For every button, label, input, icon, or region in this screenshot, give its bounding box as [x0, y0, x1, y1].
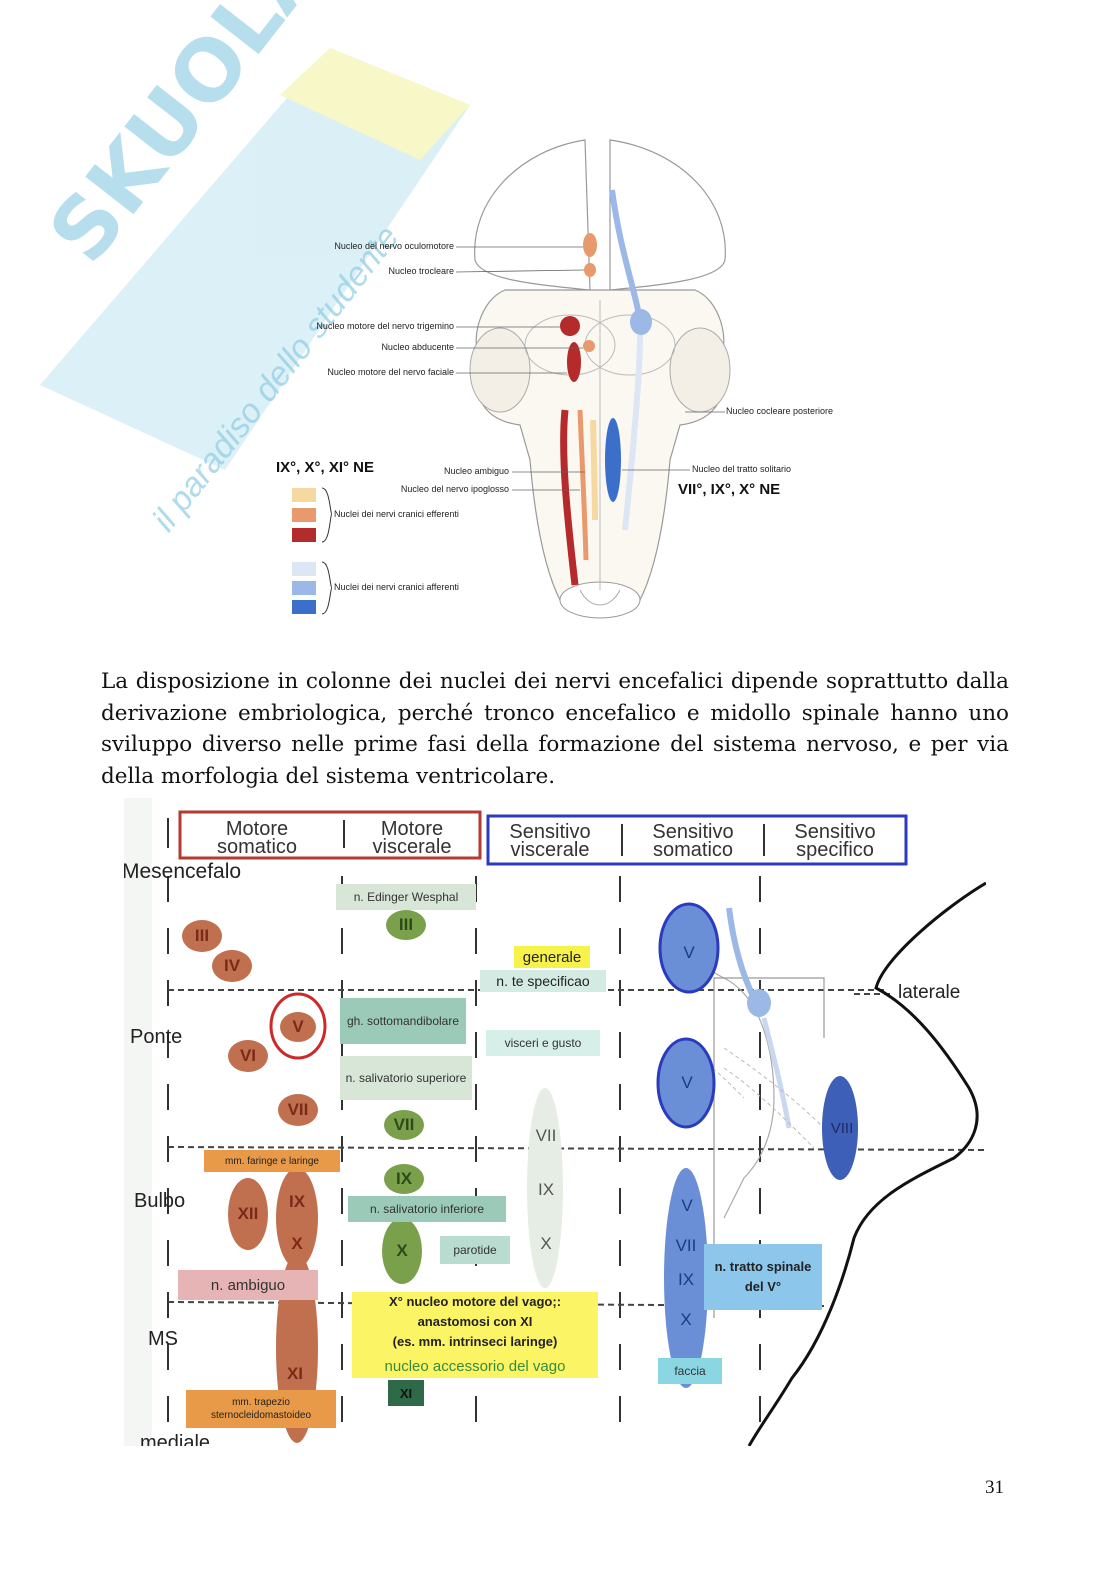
label-faciale: Nucleo motore del nervo faciale	[327, 367, 454, 377]
columns-figure: Motore somatico Motore viscerale Sensiti…	[124, 798, 986, 1446]
nucleus-IX-visceral: IX	[384, 1164, 424, 1194]
nucleus-V-motor: V	[280, 1012, 316, 1042]
legend-efferenti: Nuclei dei nervi cranici efferenti	[334, 509, 459, 519]
nucleus-VII-motor: VII	[278, 1094, 318, 1126]
level-laterale: laterale	[898, 982, 961, 1003]
page-number: 31	[985, 1477, 1004, 1498]
legend-afferenti: Nuclei dei nervi cranici afferenti	[334, 582, 459, 592]
box-tratto-spinale: n. tratto spinale del V°	[704, 1244, 822, 1310]
level-bulbo: Bulbo	[134, 1190, 186, 1212]
box-faccia: faccia	[658, 1358, 722, 1384]
box-salivatorio-sup: n. salivatorio superiore	[340, 1056, 472, 1100]
box-gh-sotto: gh. sottomandibolare	[340, 998, 466, 1044]
level-mediale: mediale	[140, 1432, 211, 1446]
nucleus-VIII: VIII	[830, 1119, 854, 1137]
nucleus-X-motor: X	[291, 1234, 303, 1253]
box-faringe: mm. faringe e laringe	[204, 1150, 340, 1172]
nucleus-IV: IV	[212, 950, 252, 982]
label-abducente: Nucleo abducente	[381, 342, 454, 352]
box-parotide: parotide	[440, 1236, 510, 1264]
level-mesencefalo: Mesencefalo	[124, 860, 242, 883]
box-visceri: visceri e gusto	[486, 1030, 600, 1056]
label-ne-left: IX°, X°, XI° NE	[276, 459, 375, 476]
nucleus-VII-visceral: VII	[384, 1110, 424, 1140]
header-sensitivo-viscerale: Sensitivo viscerale	[509, 821, 591, 861]
label-ipoglosso: Nucleo del nervo ipoglosso	[400, 484, 509, 494]
header-motore-somatico: Motore somatico	[216, 818, 298, 858]
nucleus-V-sensory-3: V	[681, 1196, 693, 1215]
box-salivatorio-inf: n. salivatorio inferiore	[348, 1196, 506, 1222]
box-specificao: n. te specificao	[480, 970, 606, 992]
nucleus-IX-sensory-som: IX	[677, 1270, 695, 1289]
nucleus-IX-sensory: IX	[537, 1180, 555, 1199]
box-XI: XI	[388, 1380, 424, 1406]
nucleus-XI-motor: XI	[286, 1364, 304, 1383]
box-edinger: n. Edinger Wesphal	[336, 884, 476, 910]
nucleus-XII: XII	[237, 1204, 259, 1223]
label-trocleare: Nucleo trocleare	[388, 266, 454, 276]
nucleus-III-visceral: III	[386, 910, 426, 940]
vago-line-2: anastomosi con XI	[417, 1314, 533, 1329]
header-sensitivo-somatico: Sensitivo somatico	[652, 821, 734, 861]
nucleus-V-sensory-2: V	[681, 1073, 693, 1092]
box-generale: generale	[514, 946, 590, 968]
label-trigemino: Nucleo motore del nervo trigemino	[316, 321, 454, 331]
vago-line-1: X° nucleo motore del vago;:	[388, 1294, 562, 1309]
box-accessorio: nucleo accessorio del vago	[352, 1354, 598, 1378]
nucleus-V-sensory-1: V	[683, 943, 695, 962]
nucleus-X-sensory-som: X	[680, 1310, 692, 1329]
nucleus-VI: VI	[228, 1040, 268, 1072]
level-ponte: Ponte	[130, 1026, 183, 1048]
nucleus-VII-sensory: VII	[535, 1126, 557, 1145]
box-trapezio: mm. trapezio sternocleidomastoideo	[186, 1390, 336, 1428]
label-solitario: Nucleo del tratto solitario	[692, 464, 792, 474]
vago-line-3: (es. mm. intrinseci laringe)	[392, 1334, 558, 1349]
watermark	[40, 48, 470, 470]
nucleus-X-visceral: X	[382, 1218, 422, 1284]
label-cocleare: Nucleo cocleare posteriore	[726, 406, 834, 416]
label-ne-right: VII°, IX°, X° NE	[678, 481, 781, 498]
nucleus-X-sensory: X	[540, 1234, 552, 1253]
body-paragraph: La disposizione in colonne dei nuclei de…	[101, 669, 1009, 789]
brainstem-figure: SKUOLA.net il paradiso dello studente Nu…	[0, 0, 1118, 640]
box-ambiguo: n. ambiguo	[178, 1270, 318, 1300]
level-ms: MS	[148, 1328, 178, 1350]
nucleus-IX-motor: IX	[288, 1192, 306, 1211]
nucleus-VII-sensory-som: VII	[675, 1236, 697, 1255]
header-sensitivo-specifico: Sensitivo specifico	[794, 821, 876, 861]
header-motore-viscerale: Motore viscerale	[372, 818, 452, 858]
label-ambiguo: Nucleo ambiguo	[443, 466, 509, 476]
nucleus-III: III	[182, 920, 222, 952]
label-oculomotore: Nucleo del nervo oculomotore	[334, 241, 454, 251]
